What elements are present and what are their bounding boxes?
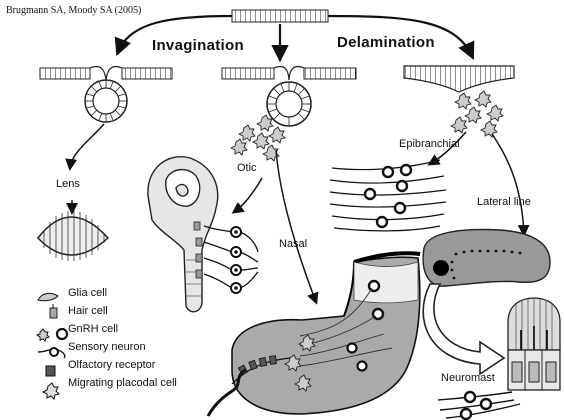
inner-ear-structure <box>148 157 218 312</box>
invagination-label: Invagination <box>152 37 244 54</box>
delaminating-cells <box>451 91 503 137</box>
lens-arrow <box>70 124 104 168</box>
epibranchial-label: Epibranchial <box>399 138 460 150</box>
hair-cell-icon <box>36 304 62 320</box>
legend-label: Migrating placodal cell <box>68 377 177 389</box>
nasal-arrow <box>276 150 316 302</box>
migrating-placodal-cell-icon <box>36 376 62 392</box>
legend-label: GnRH cell <box>68 323 118 335</box>
neuromast-zoom-arrow <box>423 284 504 374</box>
legend-label: Glia cell <box>68 287 107 299</box>
lens-structure <box>38 211 108 261</box>
otic-label: Otic <box>237 162 257 174</box>
lateral-line-embryo <box>423 230 550 287</box>
epibranchial-somas <box>365 165 411 227</box>
otic-placode-epithelium <box>222 67 356 127</box>
legend-label: Sensory neuron <box>68 341 146 353</box>
neuromast-label: Neuromast <box>441 372 495 384</box>
delamination-epithelium <box>404 66 514 92</box>
otic-neuron-somas <box>231 227 241 293</box>
lateral-line-label: Lateral line <box>477 196 531 208</box>
source-ectoderm-strip <box>232 10 328 22</box>
neuromast-afferent-neurons <box>438 392 520 418</box>
sensory-neuron-icon <box>36 340 62 356</box>
legend-label: Hair cell <box>68 305 108 317</box>
nasal-label: Nasal <box>279 238 307 250</box>
lateral-line-arrow <box>492 134 524 234</box>
glia-cell-icon <box>36 286 62 302</box>
otic-arrow <box>234 178 262 212</box>
neuromast-structure <box>508 298 560 390</box>
olfactory-receptor-icon <box>36 358 62 374</box>
lens-placode-epithelium <box>40 67 172 123</box>
citation-text: Brugmann SA, Moody SA (2005) <box>6 5 141 16</box>
legend-label: Olfactory receptor <box>68 359 155 371</box>
lens-label: Lens <box>56 178 80 190</box>
delamination-label: Delamination <box>337 34 435 51</box>
gnrh-cell-icon <box>36 322 62 338</box>
olfactory-epithelium-structure <box>232 253 420 414</box>
